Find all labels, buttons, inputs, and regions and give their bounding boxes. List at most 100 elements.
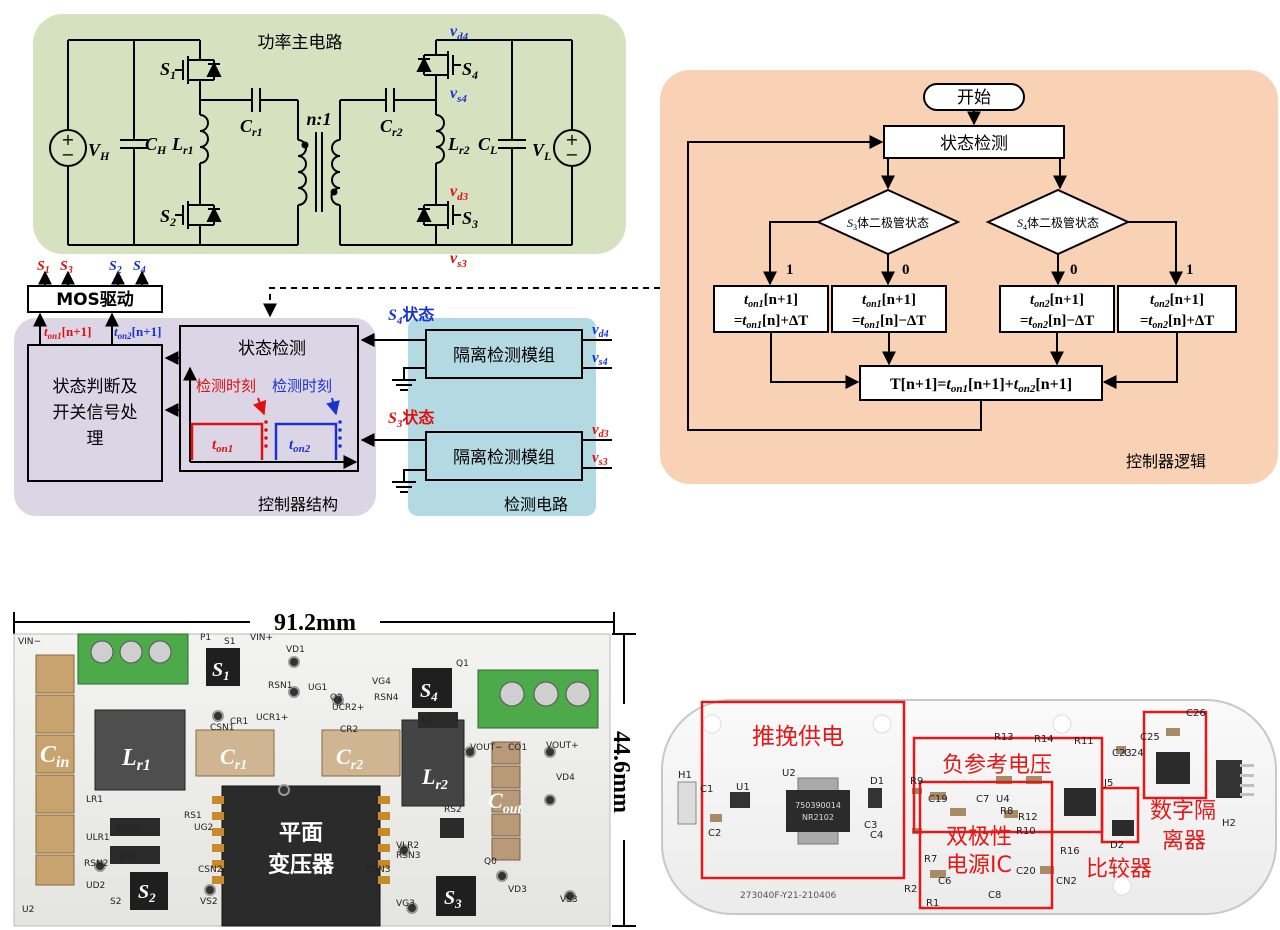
update-box-1-line1: ton1[n+1] xyxy=(744,292,798,310)
power-circuit-panel xyxy=(33,14,626,254)
s4-state-label: S4状态 xyxy=(388,305,434,327)
silkscreen-label: C4 xyxy=(870,830,883,841)
cr1-label: Cr1 xyxy=(240,116,263,139)
silkscreen-label: C26 xyxy=(1186,708,1206,719)
controller-structure-label: 控制器结构 xyxy=(258,495,338,514)
period-box xyxy=(859,365,1103,401)
silkscreen-label: R10 xyxy=(1016,826,1036,837)
secondary-dot xyxy=(330,188,338,196)
silkscreen-label: R2 xyxy=(904,884,917,895)
silkscreen-label: CSN3 xyxy=(366,865,390,875)
diode-d1 xyxy=(868,788,882,808)
s2-label: S2 xyxy=(160,206,176,229)
silkscreen-label: CSN1 xyxy=(210,723,234,733)
s4-part xyxy=(412,668,452,708)
lr2-label: Lr2 xyxy=(447,134,470,157)
silkscreen-label: UG2 xyxy=(194,823,213,833)
silkscreen-label: VIN+ xyxy=(250,633,273,643)
state-detect-label: 状态检测 xyxy=(238,339,306,359)
silkscreen-label: R16 xyxy=(1060,846,1080,857)
diode-1d1-left xyxy=(110,846,160,864)
transformer-u2 xyxy=(786,790,850,832)
ic-comparator xyxy=(1112,820,1134,836)
transformer-line2: 变压器 xyxy=(268,852,335,878)
s3-part xyxy=(436,876,476,916)
update-box-1-line2: =ton1[n]+ΔT xyxy=(734,313,809,331)
silkscreen-label: UCR1+ xyxy=(256,713,288,723)
vd3-label: vd3 xyxy=(450,183,469,203)
turns-ratio: n:1 xyxy=(306,109,331,129)
label-bipolar-line2: 电源IC xyxy=(946,853,1012,878)
silkscreen-label: VS2 xyxy=(200,897,218,907)
vl-source-minus: − xyxy=(565,145,578,164)
silkscreen-label: UCR2+ xyxy=(332,703,364,713)
silkscreen-label: C24 xyxy=(1124,748,1144,759)
s2-part xyxy=(130,872,168,910)
silkscreen-label: J5 xyxy=(1103,778,1113,789)
ground-1 xyxy=(392,367,426,391)
input-wires xyxy=(582,339,612,469)
box-isolator xyxy=(1142,710,1208,800)
silkscreen-label: VD4 xyxy=(556,773,575,783)
detect-time-blue: 检测时刻 xyxy=(272,377,332,395)
screw-2 xyxy=(119,640,143,664)
silkscreen-label: R13 xyxy=(994,732,1014,743)
silkscreen-label: RS1 xyxy=(184,811,202,821)
silkscreen-label: C19 xyxy=(928,794,948,805)
update-box-2-line1: ton1[n+1] xyxy=(862,292,916,310)
box-comparator xyxy=(1100,786,1140,844)
period-formula: T[n+1]=ton1[n+1]+ton2[n+1] xyxy=(890,376,1072,395)
silkscreen-label: RSN3 xyxy=(396,851,420,861)
vl-source-plus: + xyxy=(565,130,578,149)
cin-label: Cin xyxy=(40,742,69,771)
s4-switch xyxy=(416,40,461,100)
primary-dot xyxy=(301,141,309,149)
red-dots xyxy=(264,420,268,448)
arrow-box1-period xyxy=(770,332,860,389)
iso-module-1-label: 隔离检测模组 xyxy=(453,346,555,366)
silkscreen-label: Q1 xyxy=(456,659,469,669)
det-vd3-label: vd3 xyxy=(592,422,609,440)
silkscreen-label: VLR2 xyxy=(396,841,419,851)
iso-module-2 xyxy=(425,431,583,481)
s2-part-label: S2 xyxy=(138,881,156,905)
screw-1 xyxy=(90,640,114,664)
pcb-left: 91.2mm 44.6mm Cin Lr1 Cr1 xyxy=(13,610,636,927)
iso-module-1 xyxy=(425,329,583,379)
silkscreen-label: C25 xyxy=(1140,732,1160,743)
s2-switch xyxy=(175,190,222,245)
test-points xyxy=(94,656,576,914)
silkscreen-label: CN2 xyxy=(1056,876,1077,887)
vl-label: VL xyxy=(532,140,551,163)
screw-6 xyxy=(565,681,591,707)
silkscreen-label: C1 xyxy=(700,784,713,795)
screw-5 xyxy=(533,681,559,707)
chip-line2: NR2102 xyxy=(802,813,834,822)
state-proc-line2: 开关信号处 xyxy=(53,403,138,423)
cout-label: Cout xyxy=(488,788,522,817)
planar-transformer xyxy=(221,785,381,927)
out-s4-label: S4 xyxy=(133,259,146,276)
s3-switch xyxy=(416,190,461,245)
detection-circuit: S4状态 S3状态 隔离检测模组 隔离检测模组 vd4 vs4 xyxy=(263,287,660,514)
cr2-capacitor xyxy=(340,88,436,246)
silkscreen-label: U2 xyxy=(782,768,796,779)
decision-s3-label: S3体二极管状态 xyxy=(847,215,929,232)
silkscreen-label: CSN2 xyxy=(198,865,222,875)
silkscreen-label: R8 xyxy=(1000,806,1013,817)
silkscreen-label: ULR1 xyxy=(86,833,110,843)
silkscreen-label: VOUT− xyxy=(470,743,503,753)
height-dim-label: 44.6mm xyxy=(608,731,634,813)
silkscreen-label: D2 xyxy=(1110,840,1124,851)
silkscreen-label: RSN1 xyxy=(268,681,292,691)
start-label: 开始 xyxy=(957,88,991,108)
lr1-inductor xyxy=(199,99,238,190)
state-proc-box xyxy=(27,344,163,482)
vs4-label: vs4 xyxy=(450,85,467,105)
det-vs3-label: vs3 xyxy=(592,450,608,468)
flowchart: 开始 状态检测 S3体二极管状态 S4体二极管状态 1 0 0 1 ton1[n… xyxy=(660,70,1278,484)
silkscreen-label: C8 xyxy=(988,890,1001,901)
diode-1d1-right xyxy=(418,712,458,728)
silkscreen-label: R12 xyxy=(1018,812,1038,823)
state-detect-box xyxy=(179,325,359,472)
